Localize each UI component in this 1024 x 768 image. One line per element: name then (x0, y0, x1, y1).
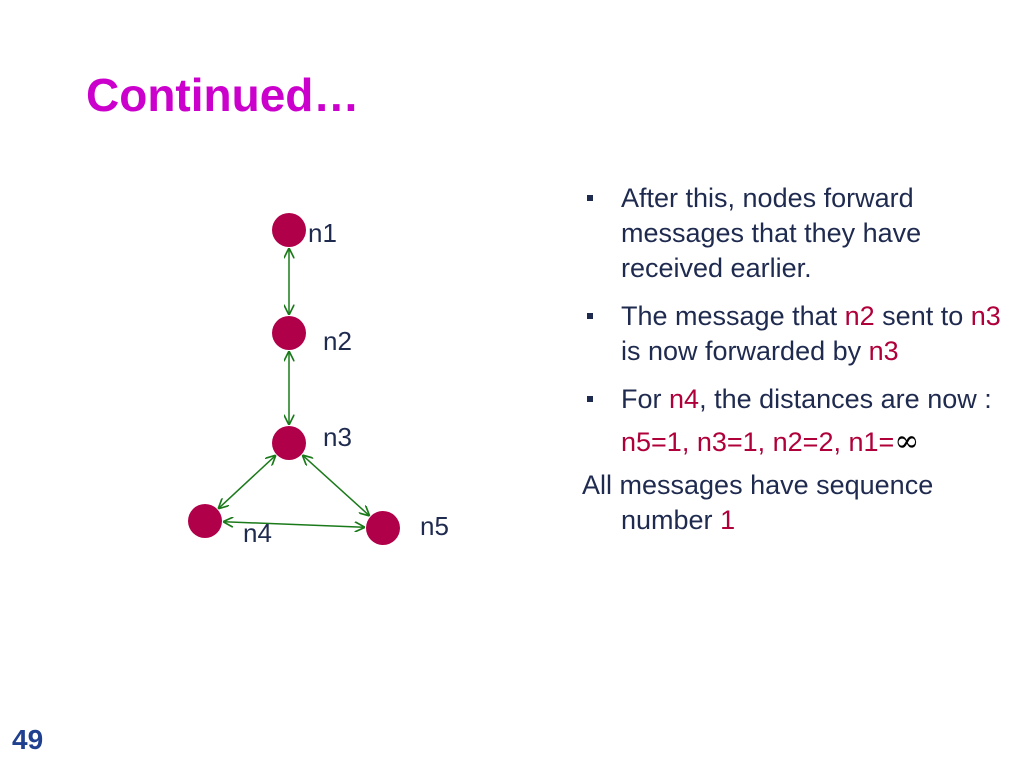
bullet-text: The message that (621, 301, 845, 331)
distances-text: n5=1, n3=1, n2=2, n1= (621, 427, 895, 457)
highlight-n2: n2 (844, 301, 875, 331)
distances-line: n5=1, n3=1, n2=2, n1=∞ (582, 424, 1022, 460)
highlight-n4: n4 (669, 384, 700, 414)
bullet-item-2: The message that n2 sent to n3 is now fo… (582, 299, 1022, 369)
bullet-item-3: For n4, the distances are now : (582, 382, 1022, 417)
node-n1 (272, 213, 306, 247)
node-label-n4: n4 (243, 518, 272, 548)
infinity-symbol: ∞ (894, 424, 920, 459)
node-n4 (188, 504, 222, 538)
edge-n3-n4 (219, 456, 275, 508)
footer-note: All messages have sequence number 1 (582, 468, 1022, 538)
node-label-n2: n2 (323, 326, 352, 356)
bullet-item-1: After this, nodes forward messages that … (582, 181, 1022, 286)
bullet-marker (587, 396, 593, 402)
bullet-marker (587, 195, 593, 201)
slide-title: Continued… (86, 69, 360, 121)
sequence-number-value: 1 (720, 505, 736, 535)
node-label-n5: n5 (420, 511, 449, 541)
footer-text: All messages have sequence number (582, 470, 934, 535)
diagram-nodes (188, 213, 400, 545)
node-n5 (366, 511, 400, 545)
node-label-n1: n1 (308, 218, 337, 248)
node-n2 (272, 316, 306, 350)
bullet-text: sent to (874, 301, 971, 331)
bullet-list: After this, nodes forward messages that … (582, 181, 1022, 538)
bullet-text: , the distances are now : (699, 384, 992, 414)
highlight-n3: n3 (868, 336, 899, 366)
page-number: 49 (12, 724, 44, 755)
node-n3 (272, 426, 306, 460)
edge-n4-n5 (224, 522, 364, 528)
bullet-marker (587, 313, 593, 319)
diagram-edges (219, 249, 369, 527)
bullet-text: For (621, 384, 670, 414)
bullet-text: After this, nodes forward messages that … (621, 183, 922, 283)
highlight-n3: n3 (970, 301, 1001, 331)
edge-n3-n5 (303, 456, 369, 516)
diagram-labels: n1 n2 n3 n4 n5 (243, 218, 449, 548)
network-diagram: n1 n2 n3 n4 n5 (188, 213, 449, 548)
node-label-n3: n3 (323, 422, 352, 452)
bullet-text: is now forwarded by (621, 336, 869, 366)
